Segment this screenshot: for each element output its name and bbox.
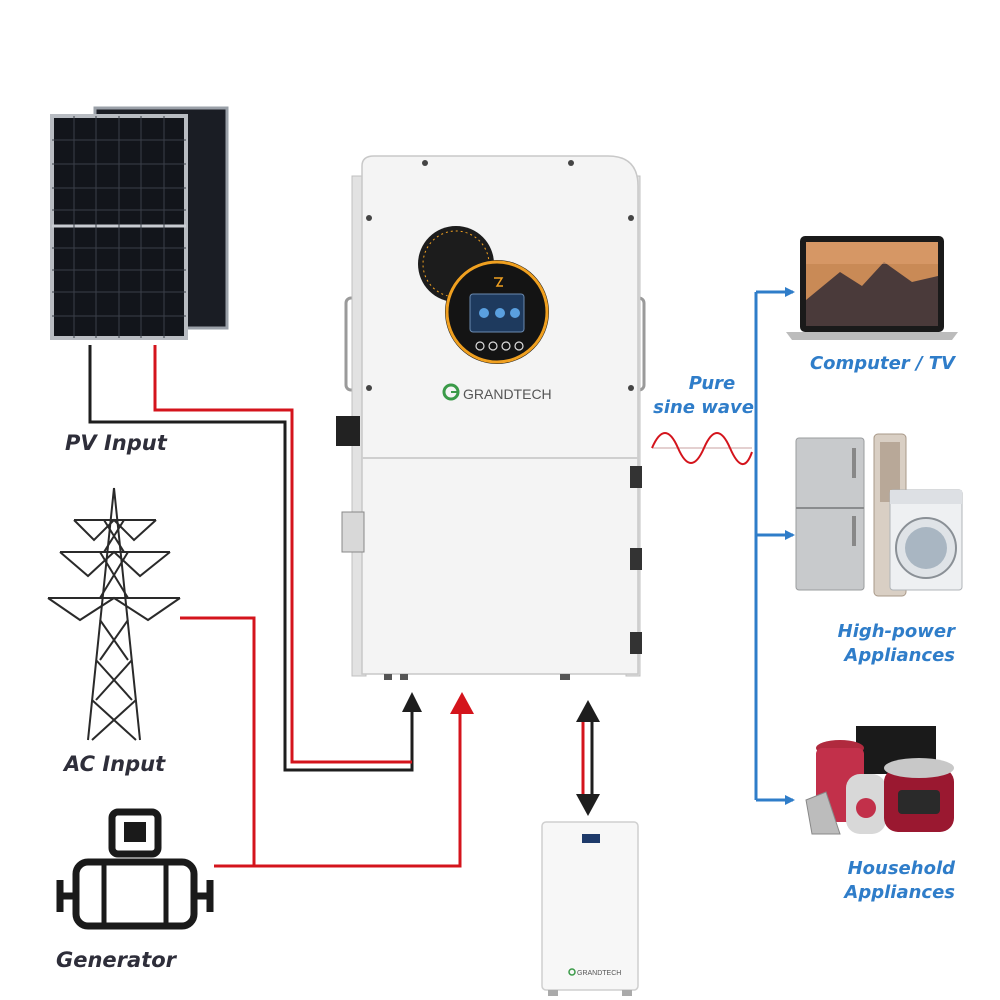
solar-panel-icon (50, 106, 229, 340)
household-line2: Appliances (844, 882, 955, 903)
computer-tv-label: Computer / TV (809, 353, 955, 374)
high-power-line1: High-power (837, 621, 955, 642)
sine-wave-line1: Pure (688, 373, 736, 394)
sine-wave-line2: sine wave (653, 397, 754, 418)
pv-black-wire (88, 345, 414, 772)
battery-brand: GRANDTECH (577, 970, 621, 977)
pv-red-wire (153, 345, 404, 764)
pv-input-label: PV Input (65, 431, 167, 455)
ac-input-arrow (450, 692, 474, 714)
generator-icon (56, 808, 214, 930)
output-bus (754, 287, 795, 805)
sine-wave-label: Pure sine wave (650, 372, 754, 420)
household-label: Household Appliances (844, 857, 955, 905)
ac-input-label: AC Input (64, 752, 166, 776)
sine-wave-icon (651, 432, 753, 465)
power-tower-icon (47, 487, 181, 741)
inverter-unit (336, 155, 646, 680)
high-power-label: High-power Appliances (838, 620, 955, 668)
household-line1: Household (847, 858, 955, 879)
pv-input-arrow (402, 692, 422, 712)
washing-machine-icon (889, 489, 963, 591)
inverter-brand: GRANDTECH (463, 386, 552, 402)
kitchen-appliances-icon (805, 726, 954, 835)
generator-label: Generator (56, 948, 177, 972)
battery-bidirectional-arrow (576, 700, 600, 816)
battery-unit (541, 821, 639, 996)
high-power-line2: Appliances (844, 645, 955, 666)
laptop-icon (786, 236, 958, 340)
